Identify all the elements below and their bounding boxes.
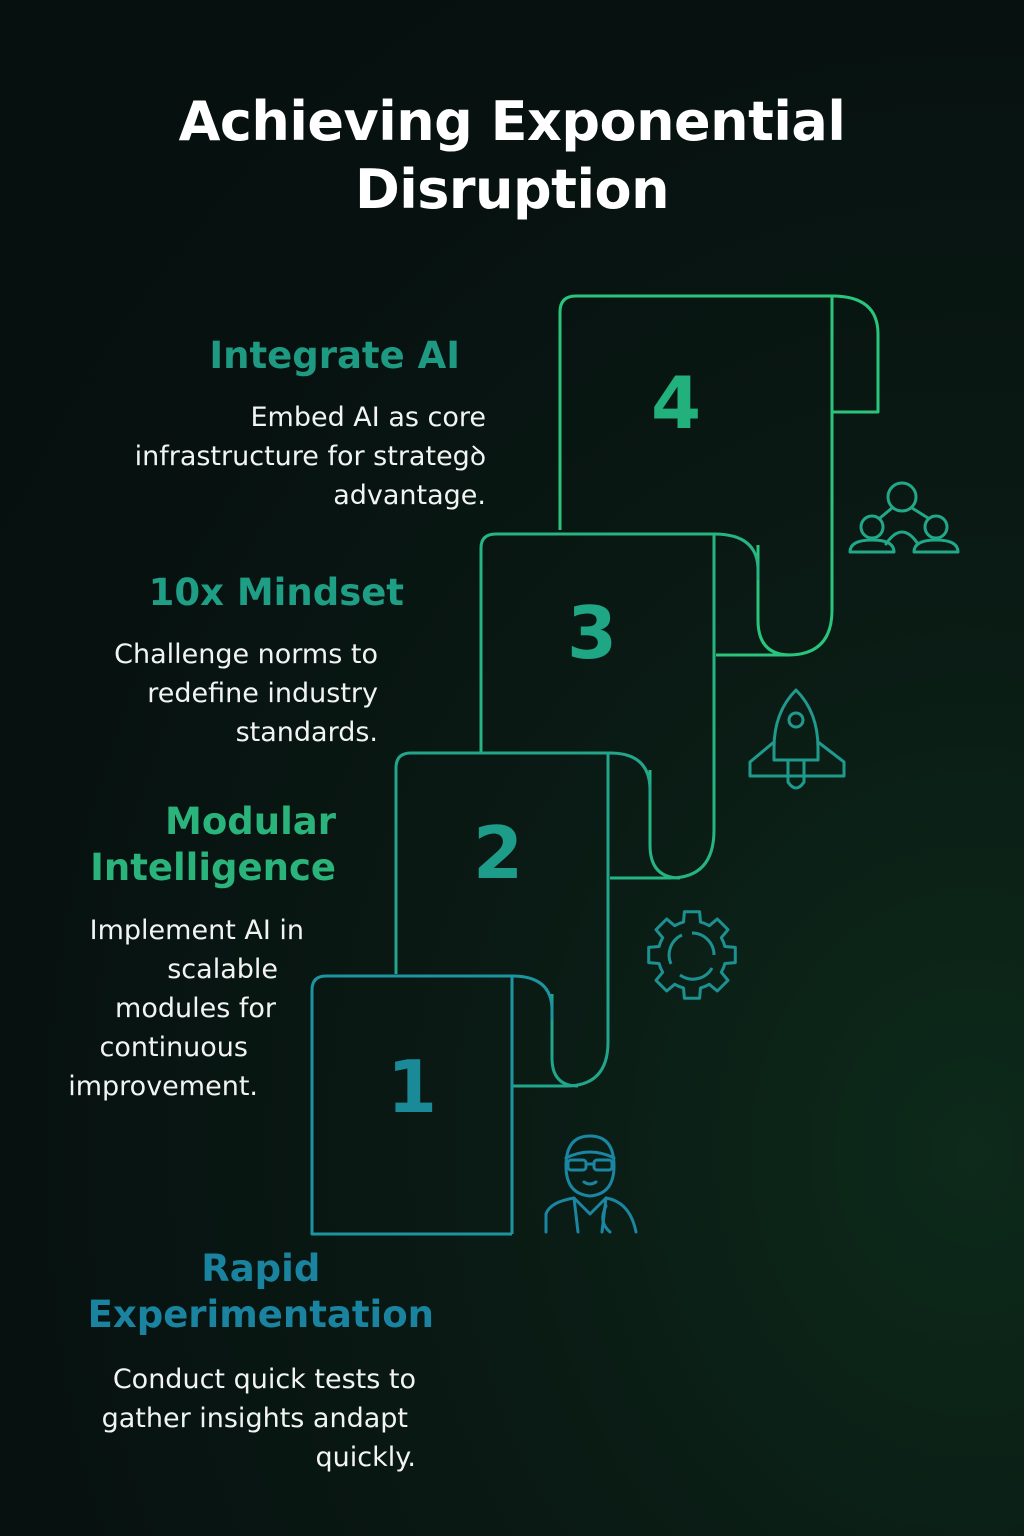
scientist-icon — [544, 1134, 638, 1234]
step-2-heading-line-1: Modular — [165, 800, 336, 843]
step-2-heading-line-2: Intelligence — [90, 846, 336, 889]
step-3-description: Challenge norms to redefine industry sta… — [114, 635, 378, 752]
desc-line: infrastructure for strategꝺ — [134, 441, 486, 472]
step-4-heading-line: Integrate AI — [209, 334, 460, 377]
scroll-step-4 — [558, 294, 880, 657]
gear-icon — [647, 910, 737, 1000]
desc-line: advantage. — [333, 480, 486, 511]
step-number-1: 1 — [387, 1045, 437, 1129]
desc-line: Implement AI in — [89, 915, 304, 946]
step-number-4: 4 — [651, 361, 701, 445]
step-2-heading: Modular Intelligence — [90, 799, 336, 891]
rocket-icon — [748, 688, 846, 790]
page-title: Achieving Exponential Disruption — [0, 88, 1024, 224]
desc-line: standards. — [235, 717, 378, 748]
title-line-2: Disruption — [354, 158, 670, 221]
step-number-2: 2 — [473, 811, 523, 895]
step-4-description: Embed AI as core infrastructure for stra… — [135, 398, 486, 515]
desc-line: continuous — [99, 1032, 249, 1063]
step-4-heading: Integrate AI — [209, 333, 460, 379]
network-people-icon — [848, 481, 960, 554]
title-line-1: Achieving Exponential — [178, 90, 846, 153]
desc-line: improvement. — [68, 1071, 258, 1102]
step-1-heading-line-1: Rapid — [201, 1247, 321, 1290]
desc-line: quickly. — [315, 1442, 416, 1473]
step-1-heading-line-2: Experimentation — [87, 1293, 434, 1336]
step-number-3: 3 — [567, 591, 617, 675]
scroll-step-2 — [394, 751, 652, 1088]
desc-line: Conduct quick tests to — [112, 1364, 416, 1395]
desc-line: gather insights andapt — [101, 1403, 408, 1434]
desc-line: scalable — [167, 954, 278, 985]
step-1-description: Conduct quick tests to gather insights a… — [102, 1360, 416, 1477]
desc-line: modules for — [115, 993, 276, 1024]
desc-line: redefine industry — [147, 678, 378, 709]
desc-line: Challenge norms to — [114, 639, 378, 670]
scroll-step-3 — [479, 532, 760, 880]
step-3-heading: 10x Mindset — [149, 570, 404, 616]
step-1-heading: Rapid Experimentation — [88, 1246, 434, 1338]
step-3-heading-line: 10x Mindset — [148, 571, 404, 614]
desc-line: Embed AI as core — [250, 402, 486, 433]
scroll-step-1 — [310, 974, 554, 1236]
step-2-description: Implement AI in scalable modules for con… — [68, 911, 304, 1106]
